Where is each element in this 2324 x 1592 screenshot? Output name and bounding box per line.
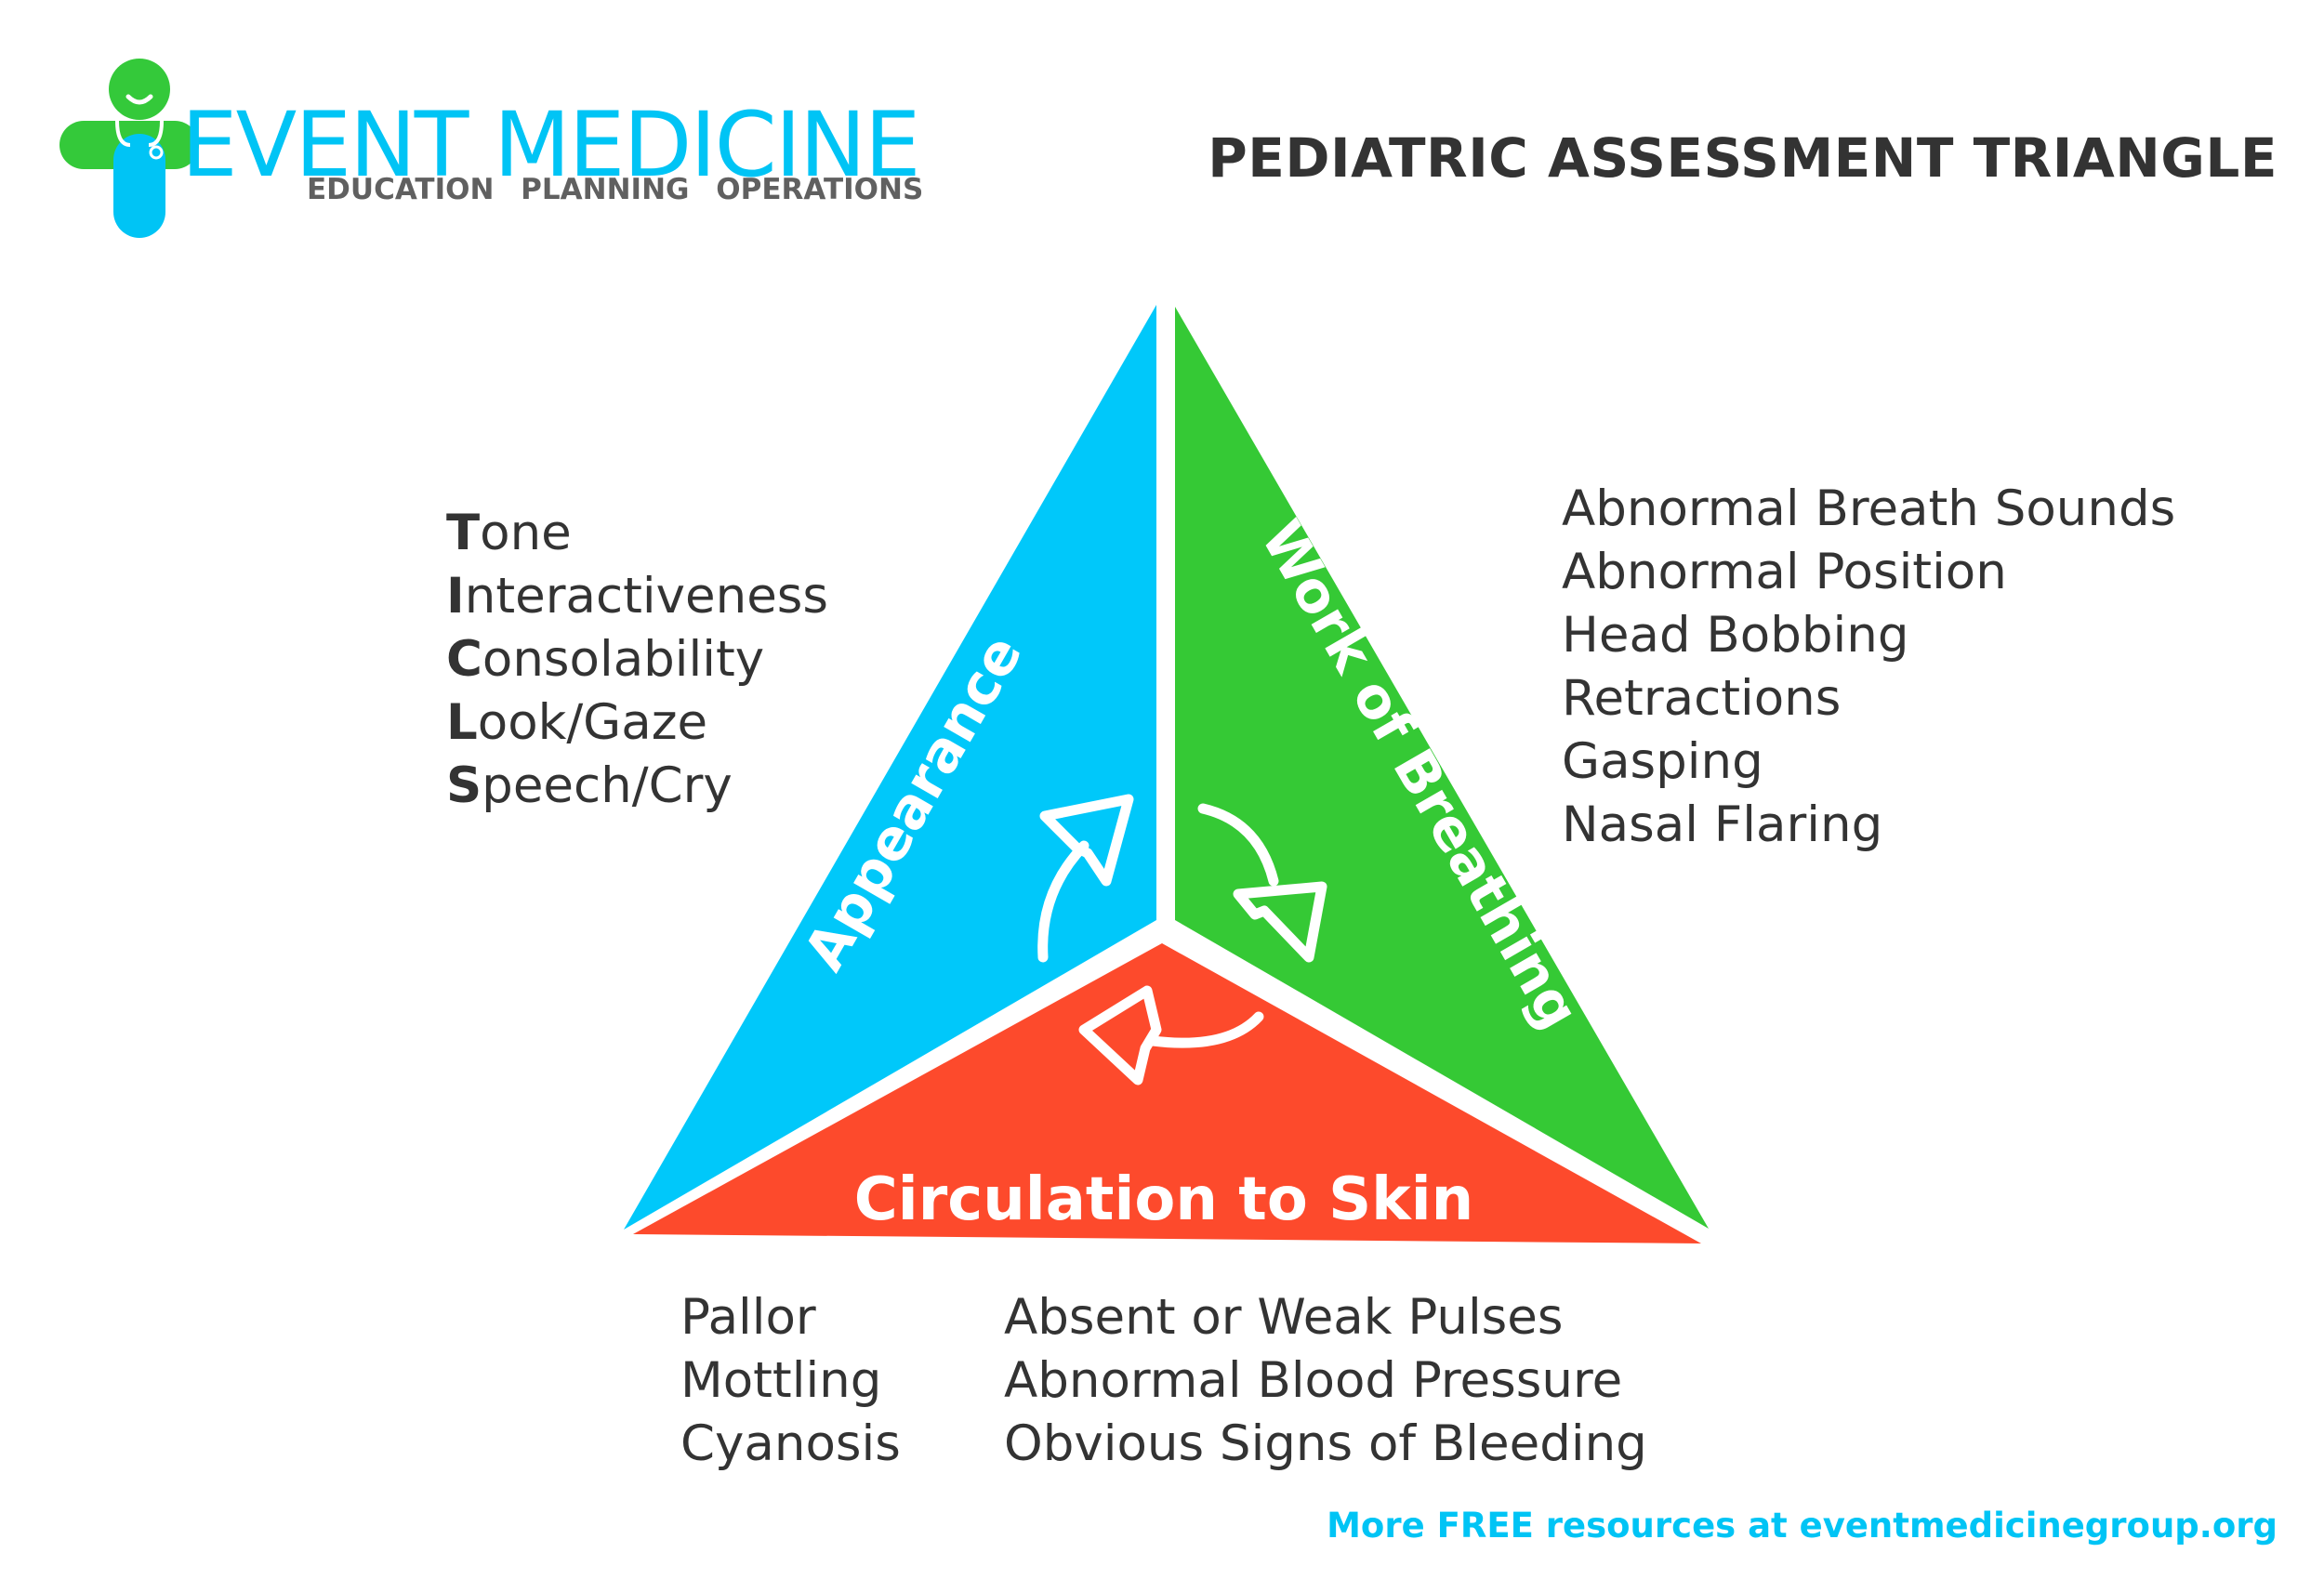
list-item: Pallor xyxy=(680,1289,816,1346)
list-item: Mottling xyxy=(680,1352,882,1409)
list-item: Consolability xyxy=(446,631,765,688)
list-item: Interactiveness xyxy=(446,568,829,625)
circulation-label: Circulation to Skin xyxy=(854,1165,1473,1234)
footer-resources-link[interactable]: More FREE resources at eventmedicinegrou… xyxy=(1327,1506,2278,1546)
list-item: Tone xyxy=(446,505,572,561)
arrow-icon xyxy=(1197,803,1327,963)
circulation-list-left: Pallor Mottling Cyanosis xyxy=(680,1286,901,1476)
page-title: PEDIATRIC ASSESSMENT TRIANGLE xyxy=(1208,126,2278,190)
logo-icon xyxy=(59,59,199,238)
brand-name: EVENT MEDICINE xyxy=(181,93,920,197)
list-item: Obvious Signs of Bleeding xyxy=(1004,1415,1647,1472)
list-item: Nasal Flaring xyxy=(1562,796,1883,853)
circulation-list-right: Absent or Weak Pulses Abnormal Blood Pre… xyxy=(1004,1286,1647,1476)
work-of-breathing-list: Abnormal Breath Sounds Abnormal Position… xyxy=(1562,478,2175,857)
work-of-breathing-section xyxy=(1175,307,1709,1229)
arrow-icon xyxy=(1037,794,1134,963)
arrow-icon xyxy=(1078,985,1264,1085)
list-item: Head Bobbing xyxy=(1562,607,1909,664)
list-item: Cyanosis xyxy=(680,1415,901,1472)
brand-tagline: EDUCATION PLANNING OPERATIONS xyxy=(307,173,924,206)
list-item: Abnormal Breath Sounds xyxy=(1562,480,2176,537)
appearance-ticls-list: Tone Interactiveness Consolability Look/… xyxy=(446,502,828,818)
circulation-section xyxy=(633,943,1701,1243)
list-item: Abnormal Position xyxy=(1562,544,2007,600)
list-item: Abnormal Blood Pressure xyxy=(1004,1352,1623,1409)
appearance-section xyxy=(624,305,1156,1230)
list-item: Absent or Weak Pulses xyxy=(1004,1289,1564,1346)
list-item: Retractions xyxy=(1562,670,1842,727)
list-item: Gasping xyxy=(1562,733,1763,790)
list-item: Look/Gaze xyxy=(446,694,708,751)
list-item: Speech/Cry xyxy=(446,757,733,814)
